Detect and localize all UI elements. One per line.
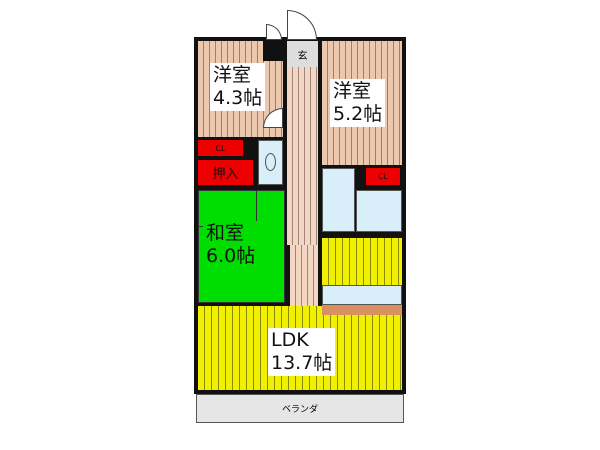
bathroom <box>356 190 402 232</box>
closet-2: CL <box>366 168 400 185</box>
entrance: 玄 <box>287 41 318 67</box>
room-name: LDK <box>271 329 309 351</box>
closet-block <box>263 41 283 61</box>
room-size: 4.3帖 <box>213 87 263 109</box>
room-name: 洋室 <box>213 64 252 86</box>
oshiire-closet: 押入 <box>198 160 253 185</box>
front-door[interactable] <box>287 10 317 40</box>
hallway <box>287 67 318 245</box>
room-name: 和室 <box>206 222 245 244</box>
hallway-end <box>290 245 318 306</box>
toilet <box>258 140 283 185</box>
closet-1: CL <box>198 140 243 156</box>
room-size: 6.0帖 <box>206 245 256 267</box>
door[interactable] <box>266 24 282 40</box>
washroom <box>322 168 355 232</box>
kitchen-counter <box>322 285 402 305</box>
counter-top <box>322 305 402 315</box>
balcony: ベランダ <box>196 394 404 423</box>
room-size: 5.2帖 <box>333 103 383 125</box>
room-name: 洋室 <box>333 80 372 102</box>
room-size: 13.7帖 <box>271 352 333 374</box>
